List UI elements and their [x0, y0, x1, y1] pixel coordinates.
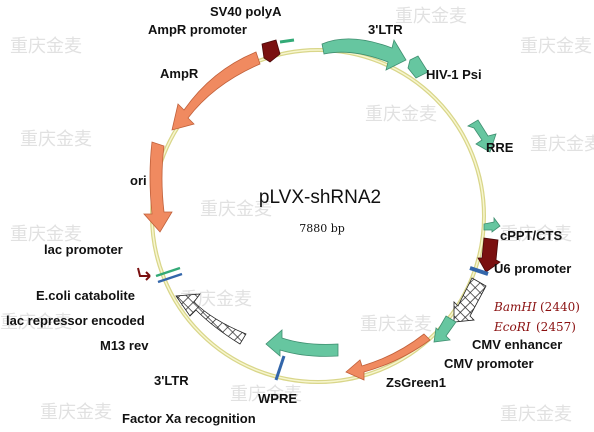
- label-cmv-promoter: CMV promoter: [444, 356, 534, 371]
- cmv-enhancer-arrow: [453, 277, 487, 323]
- bamhi-site-pos: (2440): [540, 300, 580, 314]
- ecori-site-name: EcoRI: [493, 320, 531, 334]
- ltr-5-arrow: [321, 38, 407, 71]
- label-u6-promoter: U6 promoter: [494, 261, 571, 276]
- label-lac-promoter: lac promoter: [44, 242, 123, 257]
- watermark: 重庆金麦: [10, 36, 82, 57]
- label-ecoli-catabolite: E.coli catabolite: [36, 288, 135, 303]
- label-lac-repressor: lac repressor encoded: [6, 313, 145, 328]
- watermark: 重庆金麦: [20, 129, 92, 150]
- label-wpre: WPRE: [258, 391, 297, 406]
- label-hiv1-psi: HIV-1 Psi: [426, 67, 482, 82]
- lac-repressor-mark: [157, 272, 183, 284]
- watermark: 重庆金麦: [365, 104, 437, 125]
- label-cppt-cts: cPPT/CTS: [500, 228, 562, 243]
- ltr-3-arrow: [175, 293, 247, 345]
- ecori-site-pos: (2457): [536, 320, 576, 334]
- u6-site-tick: [469, 266, 489, 276]
- ori-arrow: [143, 141, 173, 233]
- watermark: 重庆金麦: [200, 199, 272, 220]
- label-m13-rev: M13 rev: [100, 338, 149, 353]
- cppt-cts-arrow: [483, 216, 501, 233]
- plasmid-size: 7880 bp: [299, 222, 345, 235]
- u6-promoter-arrow: [477, 237, 501, 273]
- watermark: 重庆金麦: [40, 402, 112, 423]
- ecoli-catabolite-mark: [155, 266, 181, 278]
- watermark: 重庆金麦: [395, 6, 467, 27]
- label-zsgreen1: ZsGreen1: [386, 375, 446, 390]
- label-ampr: AmpR: [160, 66, 199, 81]
- lac-promoter-mark: [137, 267, 151, 281]
- label-ltr-5: 3'LTR: [368, 22, 403, 37]
- sv40-polya-mark: [279, 38, 295, 44]
- watermark-layer: 重庆金麦 重庆金麦 重庆金麦 重庆金麦 重庆金麦 重庆金麦 重庆金麦 重庆金麦 …: [0, 6, 594, 425]
- label-rre: RRE: [486, 140, 514, 155]
- watermark: 重庆金麦: [530, 134, 594, 155]
- watermark: 重庆金麦: [0, 312, 72, 333]
- zsgreen1-arrow: [345, 333, 431, 381]
- wpre-site-tick: [274, 355, 286, 381]
- label-cmv-enhancer: CMV enhancer: [472, 337, 562, 352]
- rre-arrow: [467, 119, 497, 153]
- ampr-promoter-arrow: [261, 39, 281, 63]
- label-ori: ori: [130, 173, 147, 188]
- label-ltr-3: 3'LTR: [154, 373, 189, 388]
- watermark: 重庆金麦: [500, 224, 572, 245]
- watermark: 重庆金麦: [360, 314, 432, 335]
- ampr-arrow: [171, 51, 261, 131]
- label-sv40-polya: SV40 polyA: [210, 4, 282, 19]
- label-ampr-promoter: AmpR promoter: [148, 22, 247, 37]
- label-factor-xa: Factor Xa recognition: [122, 411, 256, 426]
- watermark: 重庆金麦: [10, 224, 82, 245]
- wpre-arrow: [265, 329, 339, 357]
- plasmid-name: pLVX-shRNA2: [259, 187, 381, 208]
- watermark: 重庆金麦: [230, 384, 302, 405]
- cmv-promoter-arrow: [433, 315, 457, 343]
- bamhi-site-name: BamHI: [493, 300, 537, 314]
- watermark: 重庆金麦: [500, 404, 572, 425]
- hiv1-psi-arrow: [407, 55, 429, 79]
- watermark: 重庆金麦: [520, 36, 592, 57]
